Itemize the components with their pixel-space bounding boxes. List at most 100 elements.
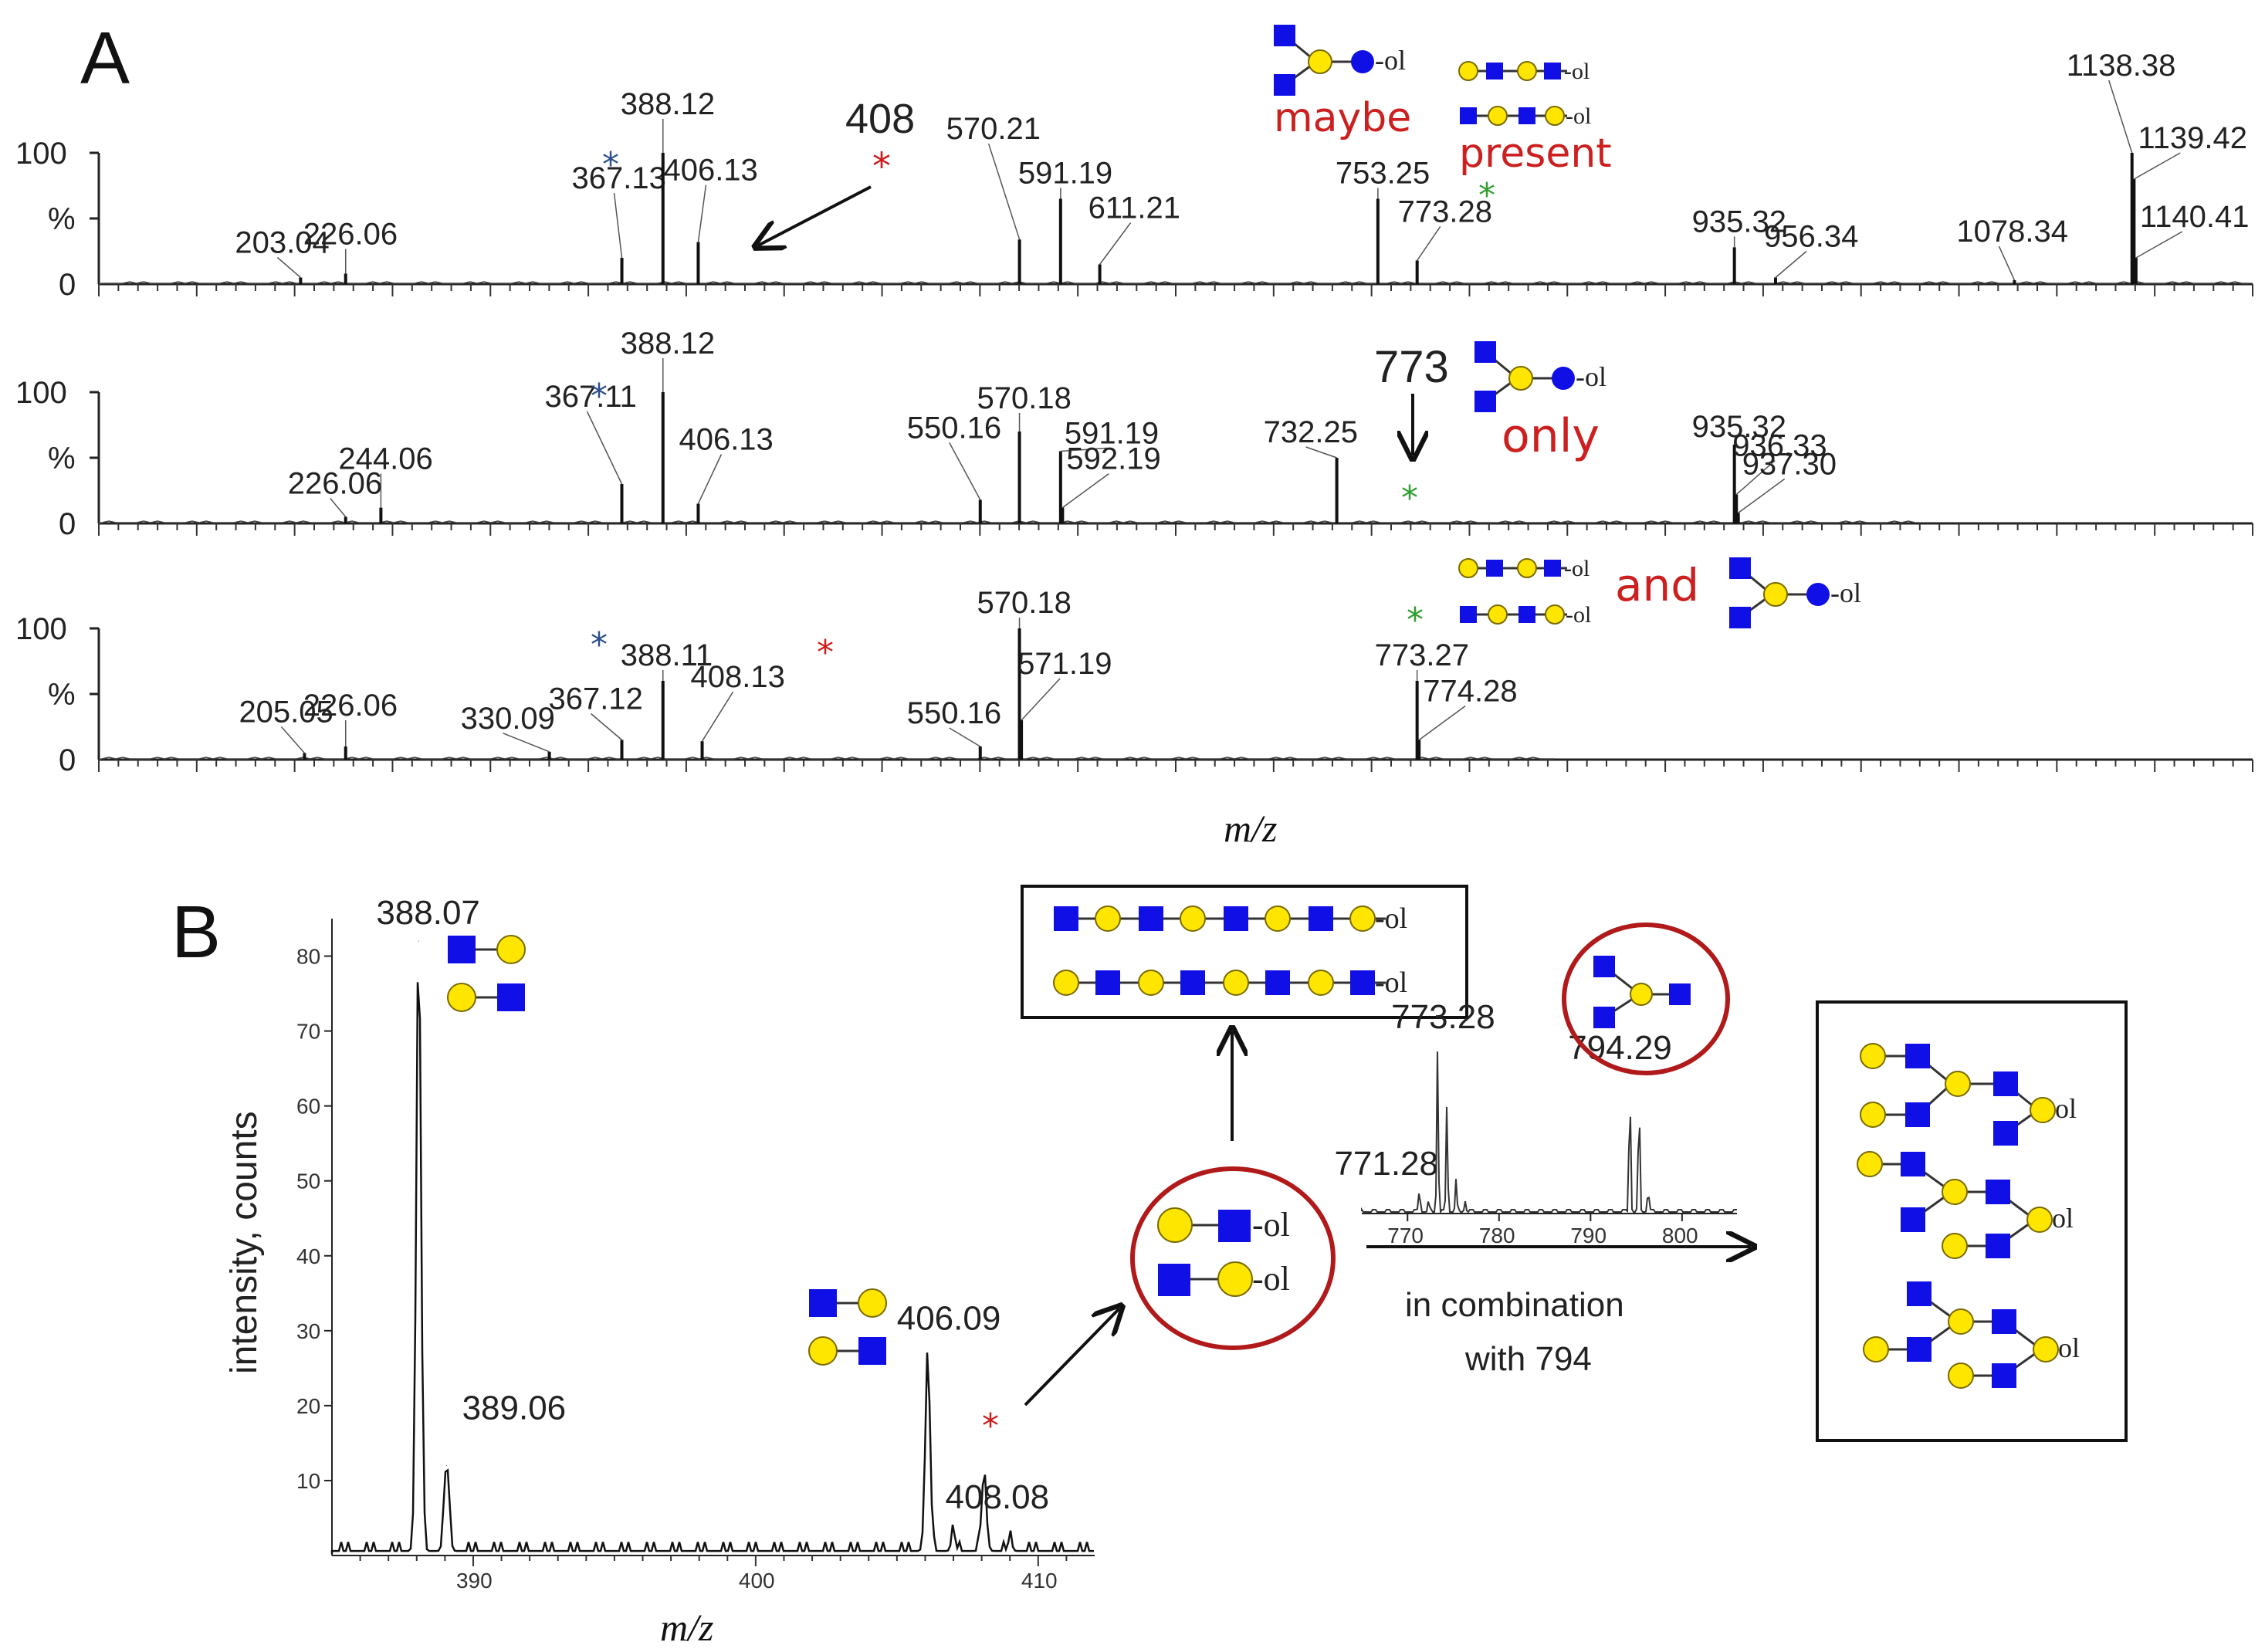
- baseline-noise: [98, 520, 1916, 524]
- x-tick-label: 770: [1387, 1224, 1424, 1247]
- and-text: and: [1615, 559, 1699, 611]
- peak-leader: [1998, 245, 2016, 281]
- peak-leader: [586, 411, 623, 485]
- peak-point: [446, 1465, 448, 1467]
- arrow-label-773: 773: [1374, 342, 1449, 392]
- panel-b-xlabel: m/z: [660, 1606, 713, 1649]
- x-tick-label: 790: [1570, 1224, 1606, 1247]
- peak-leader: [1305, 446, 1337, 459]
- y-tick-label: 10: [296, 1469, 320, 1493]
- y-tick-label: 100: [15, 376, 67, 410]
- blue-star-icon: *: [602, 145, 619, 184]
- svg-text:-ol: -ol: [1252, 1206, 1290, 1244]
- red-star-icon: *: [817, 633, 834, 672]
- y-tick-label: 60: [296, 1095, 320, 1119]
- peak-label: 936.33: [1732, 429, 1827, 463]
- peak-leader: [1060, 447, 1107, 452]
- y-axis-label: %: [48, 202, 76, 236]
- peak-label: 773.27: [1375, 638, 1469, 672]
- svg-text:-ol: -ol: [1252, 1260, 1290, 1298]
- peak-label: 388.12: [621, 87, 715, 121]
- peak-label: 244.06: [338, 442, 432, 476]
- long-chains-box: -ol -ol: [1021, 885, 1468, 1019]
- peak-label: 732.25: [1264, 415, 1358, 449]
- red-star-icon: *: [982, 1407, 999, 1446]
- peak-label: 388.07: [376, 894, 480, 932]
- panel-a-label: A: [80, 17, 130, 100]
- peak-leader: [2135, 231, 2183, 259]
- svg-text:-ol: -ol: [1375, 966, 1407, 999]
- svg-text:-ol: -ol: [1576, 361, 1606, 392]
- y-tick-label: 0: [59, 268, 76, 302]
- peak-leader: [697, 184, 707, 242]
- peak-leader: [276, 256, 301, 279]
- peak-leader: [1417, 225, 1441, 261]
- y-tick-label: 20: [296, 1394, 320, 1418]
- baseline-noise: [98, 281, 2249, 285]
- x-tick-label: 410: [1021, 1569, 1058, 1593]
- glycan-disaccharide-icon: [808, 1288, 887, 1366]
- peak-label: 388.11: [621, 638, 713, 672]
- peak-leader: [1021, 678, 1061, 721]
- glycan-branched-round-icon: -ol: [1729, 557, 1861, 628]
- y-tick-label: 50: [296, 1170, 320, 1193]
- inset-peak-label: 771.28: [1334, 1145, 1438, 1183]
- panel-b-label: B: [171, 891, 221, 973]
- peak-leader: [591, 713, 622, 741]
- peak-label: 937.30: [1742, 447, 1837, 481]
- maybe-text: maybe: [1274, 95, 1411, 141]
- peak-leader: [697, 454, 723, 504]
- y-tick-label: 100: [15, 612, 67, 646]
- x-tick-label: 390: [456, 1569, 493, 1593]
- peak-point: [927, 1360, 929, 1362]
- y-tick-label: 0: [59, 743, 76, 777]
- branched-candidates-box: ol ol: [1816, 1000, 2128, 1442]
- peak-leader: [2133, 152, 2181, 180]
- peak-label: 774.28: [1423, 675, 1517, 709]
- peak-label: 406.13: [663, 154, 757, 188]
- peak-label: 203.04: [235, 226, 329, 260]
- highlight-circle-disaccharide: -ol -ol: [1130, 1166, 1336, 1350]
- peak-leader: [701, 691, 734, 742]
- svg-text:-ol: -ol: [1375, 902, 1407, 935]
- peak-label: 367.13: [572, 161, 666, 195]
- panel-b-ylabel: intensity, counts: [224, 1111, 265, 1374]
- peak-leader: [280, 726, 306, 753]
- peak-label: 753.25: [1336, 157, 1430, 191]
- peak-label: 591.19: [1018, 157, 1112, 191]
- peak-label: 570.18: [977, 586, 1072, 620]
- peak-label: 388.12: [621, 327, 715, 361]
- svg-text:ol: ol: [2052, 1203, 2074, 1234]
- glycan-branched-icon: ol: [1860, 1043, 2077, 1146]
- peak-leader: [2108, 80, 2133, 154]
- peak-label: 1140.41: [2140, 200, 2250, 234]
- green-star-icon: *: [1478, 176, 1495, 215]
- blue-star-icon: *: [591, 625, 608, 665]
- peak-label: 570.18: [977, 381, 1072, 415]
- peak-label: 1139.42: [2138, 121, 2247, 155]
- peak-label: 226.06: [303, 689, 398, 723]
- peak-leader: [949, 442, 981, 500]
- inset-peak-label: 773.28: [1391, 998, 1495, 1036]
- peak-leader: [503, 733, 550, 753]
- combination-text-1: in combination: [1405, 1286, 1624, 1324]
- peak-label: 550.16: [907, 696, 1001, 730]
- peak-leader: [613, 192, 623, 259]
- peak-label: 611.21: [1088, 191, 1180, 225]
- glycan-branched-icon: ol: [1857, 1151, 2074, 1259]
- peak-leader: [987, 143, 1021, 240]
- svg-text:ol: ol: [2055, 1093, 2077, 1124]
- peak-label: 406.09: [897, 1300, 1001, 1338]
- panel-a: 100%0203.04226.06367.13388.12406.13570.2…: [15, 49, 2253, 777]
- peak-label: 592.19: [1066, 442, 1160, 476]
- glycan-linear-icon: -ol: [1458, 556, 1590, 581]
- inset-spectrum-line: [1361, 1051, 1737, 1214]
- peak-point: [418, 940, 419, 942]
- panel-a-xlabel: m/z: [1224, 807, 1277, 850]
- peak-label: 367.12: [549, 682, 643, 716]
- peak-label: 570.21: [946, 112, 1041, 146]
- peak-label: 226.06: [303, 217, 398, 251]
